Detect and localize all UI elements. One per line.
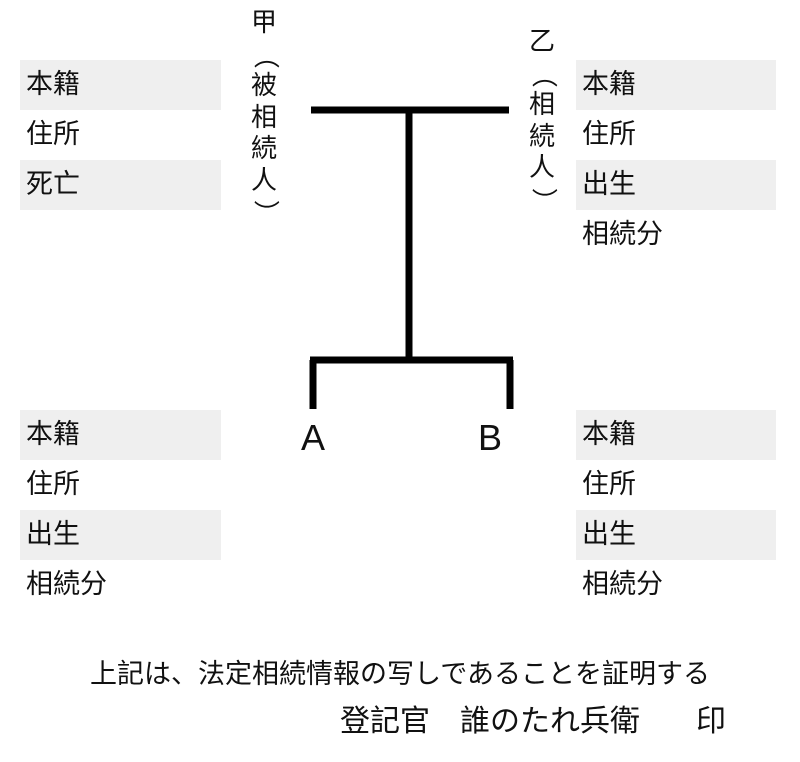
field-birth: 出生 <box>20 510 221 560</box>
registrar-title: 登記官 <box>340 704 430 739</box>
spouse-role-char: 相 <box>528 90 555 120</box>
field-address: 住所 <box>26 469 80 500</box>
deceased-name: 甲 <box>250 8 277 38</box>
spouse-label: 乙 （ 相 続 人 ） <box>522 27 562 216</box>
deceased-label: 甲 （ 被 相 続 人 ） <box>244 8 284 229</box>
field-birth: 出生 <box>576 160 776 210</box>
heir-a-name: A <box>301 417 326 458</box>
field-address: 住所 <box>582 119 636 150</box>
field-address: 住所 <box>26 119 80 150</box>
deceased-role-char: ） <box>249 199 280 226</box>
spouse-role-char: 続 <box>528 121 555 152</box>
deceased-role-char: 人 <box>250 165 277 196</box>
field-inheritance-share: 相続分 <box>582 219 663 250</box>
deceased-role-char: 続 <box>250 134 277 164</box>
field-inheritance-share: 相続分 <box>26 569 107 600</box>
field-honseki: 本籍 <box>20 410 221 460</box>
field-honseki: 本籍 <box>576 60 776 110</box>
deceased-role-char: 被 <box>250 71 277 101</box>
registrar-signature-line: 登記官誰のたれ兵衛 印 <box>340 700 726 744</box>
field-birth: 出生 <box>576 510 776 560</box>
heir-a-fields: 本籍 住所 出生 相続分 <box>20 410 221 610</box>
heir-b-fields: 本籍 住所 出生 相続分 <box>576 410 776 610</box>
spouse-role-char: ） <box>527 187 558 214</box>
field-honseki: 本籍 <box>576 410 776 460</box>
certification-statement: 上記は、法定相続情報の写しであることを証明する <box>90 659 710 690</box>
registrar-name: 誰のたれ兵衛 <box>460 704 640 739</box>
spouse-role-char: （ <box>527 61 558 88</box>
seal-mark: 印 <box>696 704 726 739</box>
spouse-role-char: 人 <box>528 153 555 183</box>
field-inheritance-share: 相続分 <box>582 569 663 600</box>
deceased-role-char: 相 <box>250 102 277 133</box>
field-address: 住所 <box>582 469 636 500</box>
spouse-fields: 本籍 住所 出生 相続分 <box>576 60 776 260</box>
deceased-fields: 本籍 住所 死亡 <box>20 60 221 210</box>
deceased-role-char: （ <box>249 42 280 69</box>
field-honseki: 本籍 <box>20 60 221 110</box>
field-death: 死亡 <box>20 160 221 210</box>
spouse-name: 乙 <box>528 27 555 57</box>
heir-b-name: B <box>478 417 503 458</box>
